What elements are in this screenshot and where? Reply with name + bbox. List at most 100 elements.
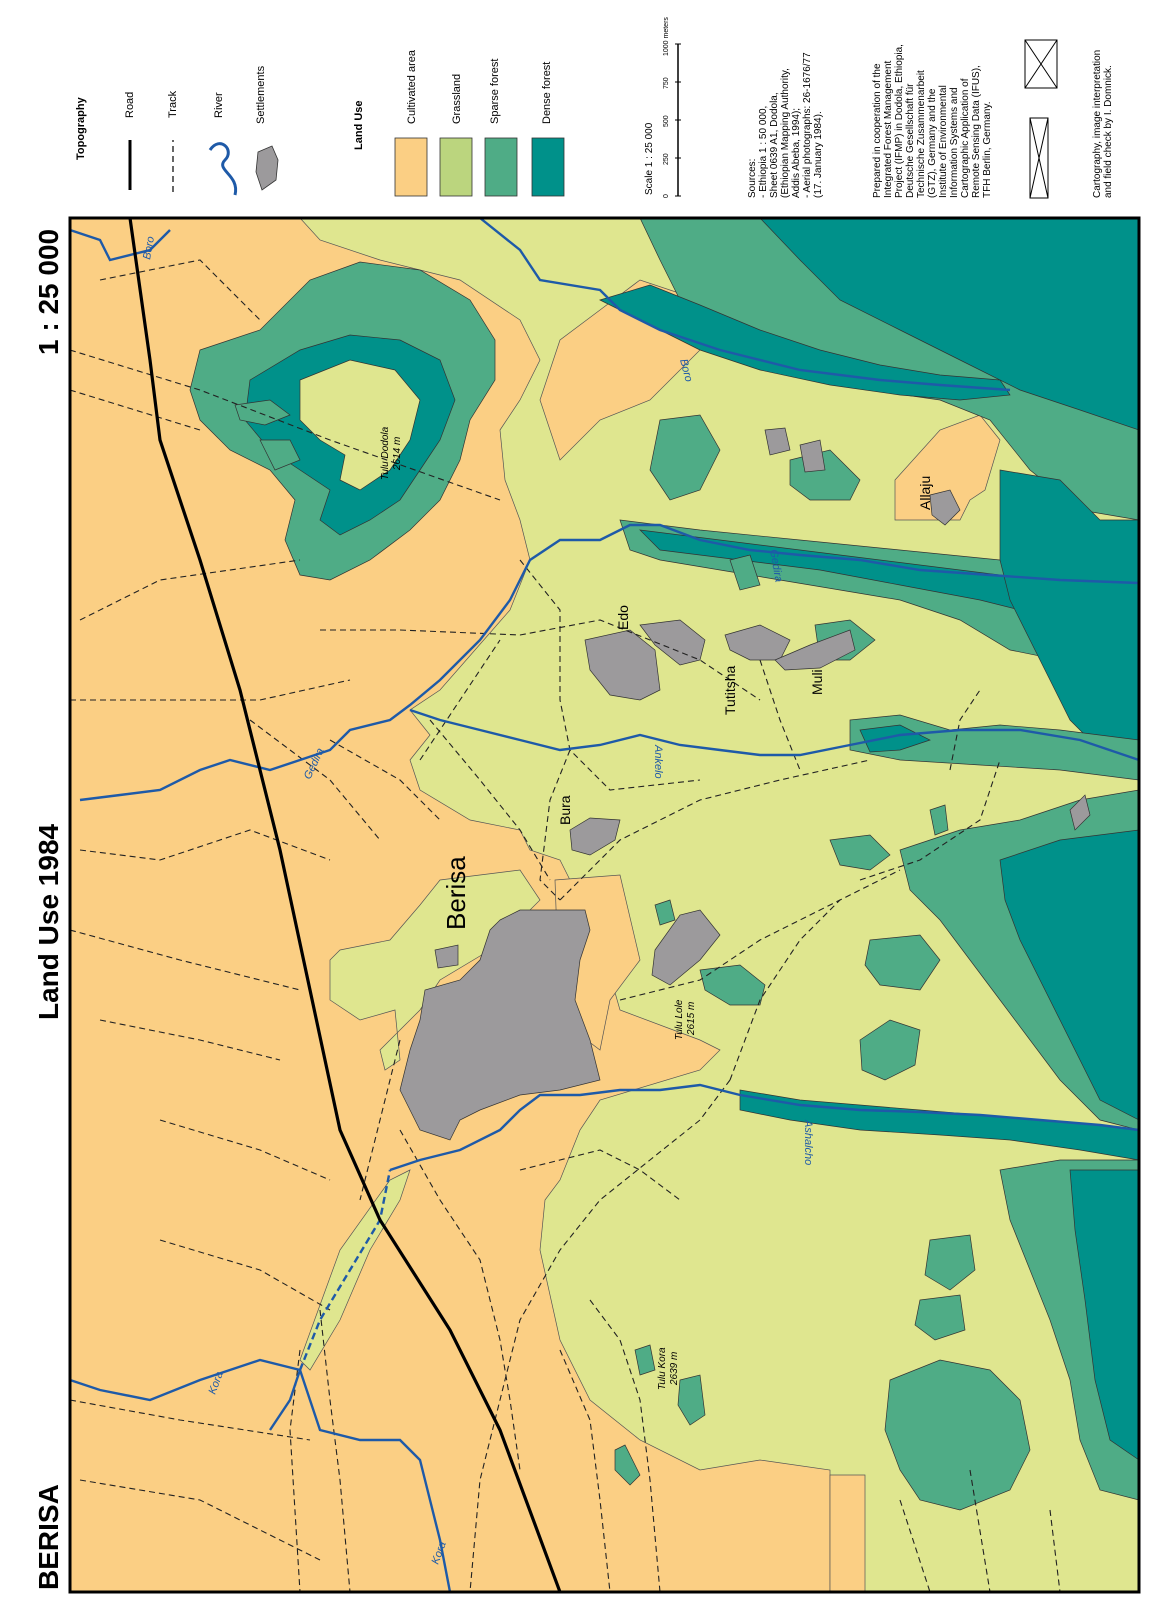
legend-dense-label: Dense forest bbox=[541, 62, 553, 124]
river-gedira bbox=[79, 523, 1139, 802]
scale-tick-1000: 1000 meters bbox=[663, 17, 670, 56]
river-dashed-segment bbox=[298, 1169, 392, 1371]
peak-label-lole: Tulu Lole bbox=[674, 999, 685, 1040]
settlement-berisa-small bbox=[434, 944, 459, 969]
settlement-allaju bbox=[929, 489, 961, 526]
sparse-forest-patch-8 bbox=[924, 1234, 976, 1291]
peak-height-dodola: 2614 m bbox=[392, 437, 403, 471]
legend-landuse-heading: Land Use bbox=[353, 100, 365, 150]
map-title-scale: 1 : 25 000 bbox=[33, 229, 64, 355]
cultivated-south bbox=[829, 1474, 866, 1592]
legend-grassland-label: Grassland bbox=[451, 74, 463, 124]
legend-cultivated-label: Cultivated area bbox=[406, 49, 418, 124]
place-label-allaju: Allaju bbox=[917, 476, 933, 510]
map-title-berisa: BERISA bbox=[33, 1484, 64, 1590]
river-kora bbox=[70, 1358, 452, 1592]
settlement-edo bbox=[584, 629, 661, 701]
dense-forest-boro bbox=[599, 284, 1011, 401]
legend-panel: Topography Road Track River Settlements … bbox=[75, 17, 1114, 199]
sources-line: Sources: bbox=[747, 159, 758, 198]
sparse-forest-dodola-inner bbox=[234, 399, 291, 426]
legend-sparse-label: Sparse forest bbox=[489, 59, 501, 124]
prepared-line: Prepared in cooperation of the bbox=[872, 63, 883, 198]
river-boro-top bbox=[70, 228, 171, 262]
legend-river-label: River bbox=[213, 92, 225, 118]
sparse-forest-east-ankelo bbox=[849, 714, 1139, 781]
sparse-forest-patch-12 bbox=[614, 1444, 641, 1486]
sparse-forest-patch-6 bbox=[864, 934, 941, 991]
settlement-north-2 bbox=[799, 439, 826, 473]
peak-label-kora: Tulu Kora bbox=[657, 1347, 668, 1390]
prepared-block: Prepared in cooperation of the Integrate… bbox=[872, 44, 993, 198]
scale-label: Scale 1 : 25 000 bbox=[644, 122, 655, 195]
river-kora-west bbox=[269, 1369, 302, 1431]
river-boro bbox=[479, 218, 1011, 392]
legend-swatch-dense bbox=[531, 137, 565, 197]
river-label-ankelo: Ankelo bbox=[652, 744, 664, 779]
dense-forest-ankelo bbox=[859, 724, 931, 753]
sparse-forest-patch-5 bbox=[829, 834, 891, 871]
place-label-berisa: Berisa bbox=[441, 856, 471, 930]
dense-forest-east-lower bbox=[999, 829, 1139, 1121]
sparse-forest-patch-10 bbox=[677, 1374, 706, 1426]
credit-line: and field check by I. Domnick. bbox=[1103, 65, 1114, 198]
scale-tick-250: 250 bbox=[663, 153, 670, 165]
prepared-line: Information Systems and bbox=[949, 87, 960, 198]
river-label-gedira-right: Gedira bbox=[767, 548, 785, 583]
logo-tfh-icon bbox=[1029, 117, 1049, 199]
sparse-forest-patch-11 bbox=[634, 1344, 656, 1376]
prepared-line: Integrated Forest Management bbox=[883, 60, 894, 198]
peak-height-kora: 2639 m bbox=[669, 1352, 680, 1386]
river-ashalcho bbox=[389, 1083, 1139, 1172]
river-icon bbox=[208, 142, 238, 196]
sources-line: (17. January 1984). bbox=[813, 111, 824, 198]
settlement-east bbox=[1069, 794, 1091, 831]
scale-tick-500: 500 bbox=[663, 115, 670, 127]
sparse-forest-patch-9 bbox=[914, 1294, 966, 1341]
settlement-north bbox=[764, 427, 791, 456]
cultivated-allaju bbox=[894, 414, 1001, 521]
legend-road-label: Road bbox=[124, 92, 136, 118]
prepared-line: TFH Berlin, Germany. bbox=[982, 102, 993, 199]
legend-track-label: Track bbox=[167, 90, 179, 118]
sources-line: (Ethiopian Mapping Authority, bbox=[780, 68, 791, 198]
dense-forest-east-north bbox=[759, 218, 1139, 431]
sources-line: - Ethiopia 1 : 50 000, bbox=[758, 106, 769, 198]
prepared-line: Institute of Environmental bbox=[938, 85, 949, 198]
legend-settlements-label: Settlements bbox=[255, 65, 267, 124]
grassland-berisa bbox=[329, 869, 541, 1071]
track-network bbox=[70, 259, 1061, 1592]
prepared-line: Technische Zusammenarbeit bbox=[916, 70, 927, 198]
prepared-line: (GTZ), Germany and the bbox=[927, 88, 938, 198]
sparse-forest-patch-13 bbox=[654, 899, 676, 926]
peak-label-dodola: Tulu Dodola bbox=[380, 426, 391, 480]
legend-topography-heading: Topography bbox=[75, 96, 87, 160]
sparse-forest-patch-15 bbox=[729, 554, 761, 591]
sparse-forest-patch-7 bbox=[859, 1019, 921, 1081]
main-road bbox=[128, 218, 562, 1592]
scale-tick-0: 0 bbox=[663, 194, 670, 198]
sparse-forest-dodola-inner2 bbox=[259, 439, 301, 471]
place-label-bura: Bura bbox=[557, 795, 573, 825]
sparse-forest-south bbox=[884, 1359, 1031, 1511]
sources-line: Sheet 0639 A1, Dodola, bbox=[769, 92, 780, 198]
legend-swatch-grassland bbox=[439, 137, 473, 197]
credit-line: Cartography, image interpretation bbox=[1092, 50, 1103, 198]
map-area bbox=[68, 216, 1141, 1594]
dense-forest-gedira bbox=[639, 529, 1139, 641]
sparse-forest-patch-14 bbox=[929, 804, 949, 836]
place-label-tutitsha: Tutitsha bbox=[722, 666, 738, 715]
river-network bbox=[70, 218, 1139, 1592]
settlement-berisa bbox=[399, 909, 601, 1141]
river-ankelo bbox=[409, 708, 1139, 762]
settlement-edo-2 bbox=[639, 619, 706, 666]
settlement-muli bbox=[774, 629, 856, 671]
map-title-land-use: Land Use 1984 bbox=[33, 823, 64, 1020]
sparse-forest-patch-1 bbox=[649, 414, 721, 501]
settlement-icon bbox=[255, 145, 279, 191]
legend-swatch-sparse bbox=[484, 137, 518, 197]
river-label-boro-top: Boro bbox=[141, 236, 157, 261]
settlement-bura bbox=[569, 817, 621, 856]
sparse-forest-patch-4 bbox=[699, 964, 766, 1006]
